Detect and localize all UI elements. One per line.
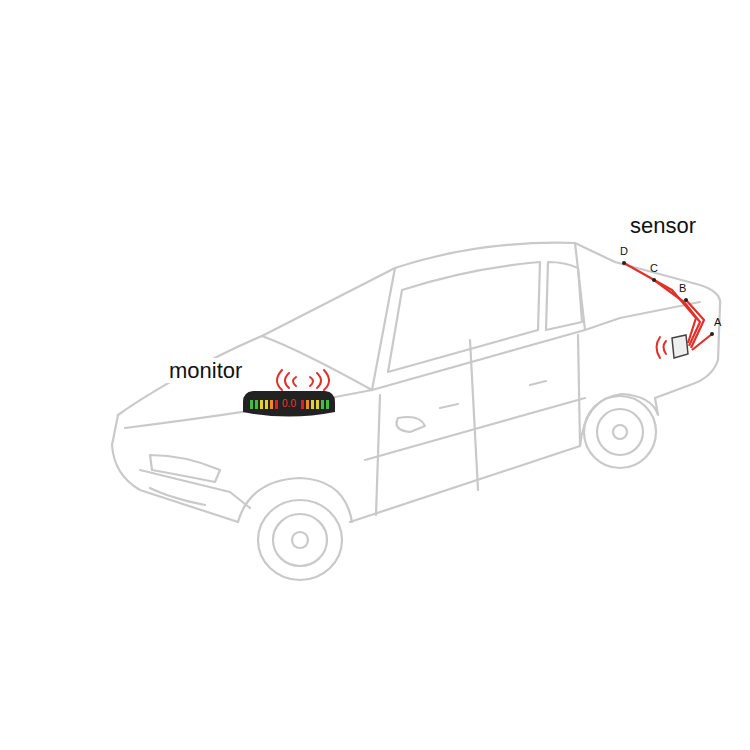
car-outline <box>112 243 720 580</box>
wave <box>664 341 667 354</box>
belt-line <box>372 330 585 390</box>
bar <box>260 400 263 409</box>
bar <box>311 400 314 409</box>
sensor-wires <box>624 263 712 350</box>
roof-line <box>262 243 615 336</box>
sensor-points <box>622 261 714 336</box>
headlight <box>150 455 220 482</box>
wire <box>654 280 700 346</box>
rear-window <box>546 262 582 330</box>
sensor-letter: B <box>679 282 686 295</box>
bar <box>265 400 268 409</box>
front-hub <box>292 532 308 548</box>
sensor-letter: C <box>650 262 658 275</box>
front-bumper <box>112 415 238 522</box>
wave <box>657 337 661 358</box>
rear-hub <box>613 425 627 439</box>
wave <box>324 370 329 390</box>
sill-line <box>350 446 580 522</box>
sensor-point <box>622 261 626 265</box>
control-box <box>672 335 688 358</box>
wire <box>686 300 704 348</box>
wave <box>293 377 296 386</box>
monitor-device <box>243 391 335 417</box>
door-split <box>470 340 478 490</box>
sensor-point <box>710 332 714 336</box>
rear-rim <box>597 409 643 455</box>
front-door-edge <box>376 395 380 515</box>
hood-edge <box>118 336 262 415</box>
grille-line <box>150 488 205 505</box>
door-handle <box>440 404 458 408</box>
side-mirror <box>397 417 426 432</box>
monitor-signal <box>277 370 329 390</box>
wire <box>692 334 712 350</box>
door-handle <box>530 381 546 385</box>
sensor-point <box>684 298 688 302</box>
front-tyre <box>258 500 342 580</box>
wave <box>317 373 321 388</box>
windshield-base <box>262 336 372 390</box>
bar <box>255 400 258 409</box>
sensor-letter: D <box>620 245 628 258</box>
part-label: monitor <box>167 358 244 383</box>
front-window <box>388 262 540 372</box>
bar <box>321 400 324 409</box>
rear-tyre <box>584 396 656 468</box>
bar <box>326 400 329 409</box>
bumper-line <box>140 470 250 508</box>
sensor-signal <box>657 337 667 358</box>
rear-arch <box>580 394 658 446</box>
trunk-lid <box>585 302 700 330</box>
trunk-rear <box>615 262 720 398</box>
rear-door-edge <box>578 335 580 445</box>
monitor-body <box>243 391 335 417</box>
sensor-letter: A <box>714 316 721 329</box>
sensor-point <box>652 278 656 282</box>
bar <box>316 400 319 409</box>
bar <box>301 400 304 409</box>
bar <box>250 400 253 409</box>
wave <box>277 370 282 390</box>
bar <box>270 400 273 409</box>
part-label: sensor <box>628 213 698 238</box>
bar <box>275 400 278 409</box>
wave <box>285 373 289 388</box>
front-rim <box>273 514 327 566</box>
wave <box>310 377 313 386</box>
display-reading: 0.0 <box>282 398 296 410</box>
hood-crease <box>125 390 372 428</box>
bar <box>306 400 309 409</box>
